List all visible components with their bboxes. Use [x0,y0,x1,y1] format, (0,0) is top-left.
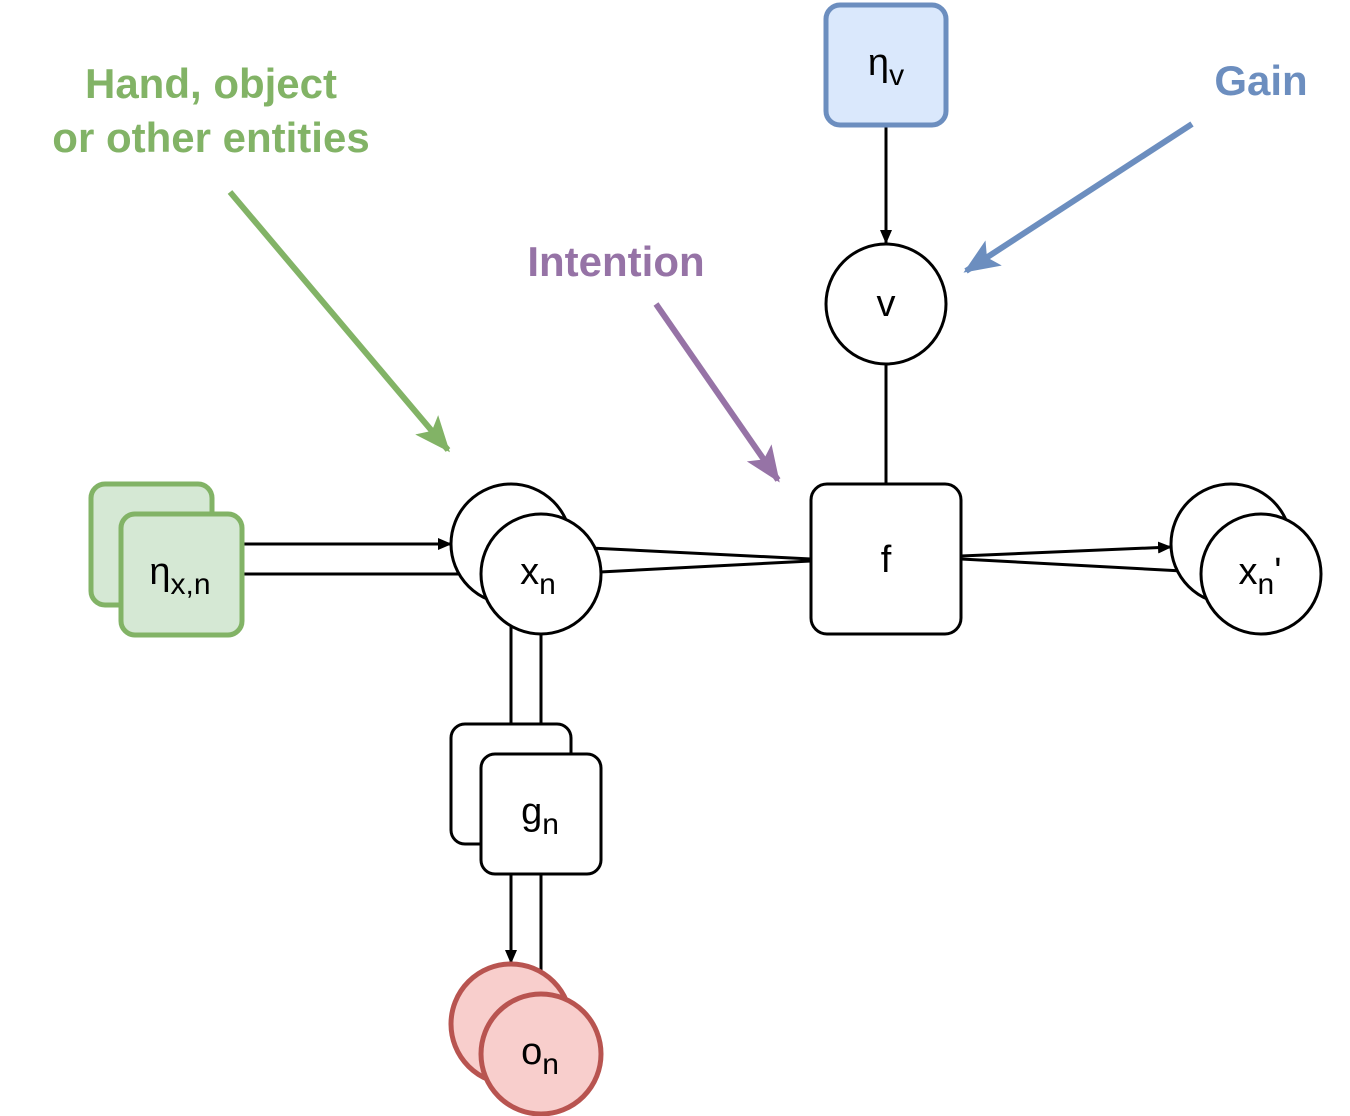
gn-base: g [521,791,542,833]
f-label: f [881,539,892,581]
gain-arrow [963,121,1194,274]
svg-text:xn': xn' [1239,551,1282,601]
edge-xn-to-f-back [569,545,812,561]
svg-text:xn: xn [520,551,556,601]
gn-node: gn [449,722,603,876]
xn-base: x [520,551,539,593]
edge-f-to-xn-prime-front [960,557,1202,578]
on-subscript: n [542,1048,559,1081]
edge-f-to-xn-prime-back [960,541,1172,558]
xn-prime-base: x [1239,551,1258,593]
entities-label-line1: Hand, object [85,60,337,107]
eta-v-base: η [868,42,889,84]
gn-subscript: n [542,808,559,841]
xn-prime-subscript: n [1258,568,1275,601]
eta-xn-subscript: x,n [171,568,211,601]
edge-xn-to-f-front [599,559,812,574]
eta-v-subscript: v [889,59,904,92]
eta-v-node: ηv [823,2,949,128]
intention-label: Intention [527,238,704,285]
entities-label-line2: or other entities [52,114,369,161]
eta-xn-base: η [149,551,170,593]
xn-prime-node: xn' [1169,482,1323,636]
svg-text:ηv: ηv [868,42,904,92]
entities-arrow [227,190,451,453]
f-node: f [809,482,963,636]
gain-label: Gain [1214,57,1307,104]
xn-subscript: n [539,568,556,601]
svg-text:on: on [521,1031,559,1081]
v-label: v [877,283,896,325]
intention-arrow [653,302,781,483]
on-node: on [448,961,604,1116]
svg-text:ηx,n: ηx,n [149,551,210,601]
v-node: v [824,242,948,366]
svg-text:gn: gn [521,791,559,841]
xn-node: xn [449,482,603,636]
xn-prime-suffix: ' [1274,551,1281,593]
eta-xn-node: ηx,n [88,481,245,638]
on-base: o [521,1031,542,1073]
